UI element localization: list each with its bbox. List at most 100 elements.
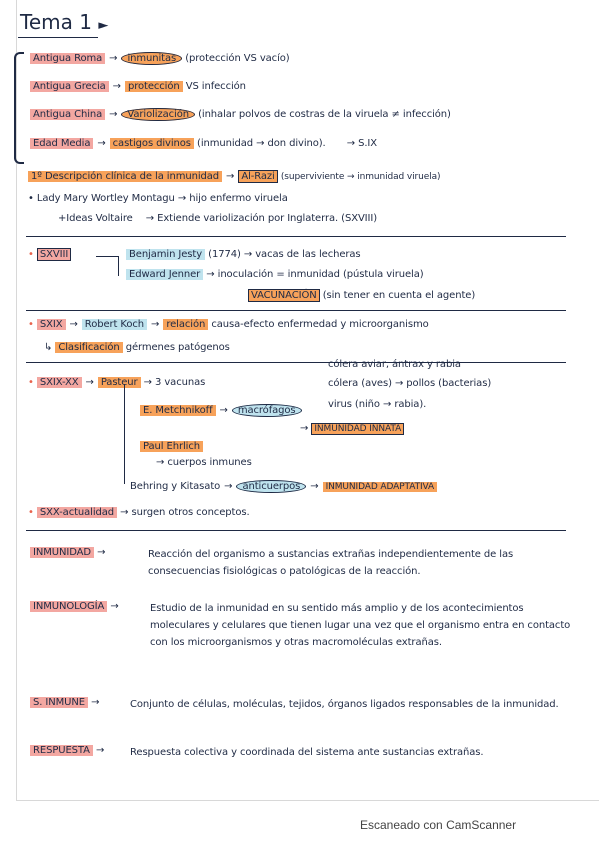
metchnikoff-row: E. Metchnikoff→macrófagos: [140, 404, 302, 418]
definition-text: Conjunto de células, moléculas, tejidos,…: [130, 699, 559, 710]
history-row-roma: Antigua Roma→inmunitas (protección VS va…: [30, 52, 290, 66]
concept-label: castigos divinos: [109, 138, 194, 149]
scanner-watermark: Escaneado con CamScanner: [360, 818, 517, 832]
sxix-xx-row: • SXIX-XX→Pasteur → 3 vacunas: [28, 377, 206, 388]
voltaire-row: +Ideas Voltaire → Extiende variolización…: [58, 212, 377, 226]
notebook-page: [16, 0, 599, 801]
arrow-icon: →: [97, 547, 106, 558]
jesty-row: Benjamin Jesty (1774) → vacas de las lec…: [126, 248, 361, 262]
arrow-icon: →: [97, 138, 106, 149]
relation-note: causa-efecto enfermedad y microorganismo: [211, 319, 429, 330]
person-label: Pasteur: [97, 377, 141, 388]
era-label: Antigua Grecia: [30, 81, 109, 92]
person-label: Benjamin Jesty: [126, 249, 206, 260]
timeline-connector: [124, 384, 125, 484]
arrow-icon: →: [110, 601, 119, 612]
person-label: Edward Jenner: [126, 269, 204, 280]
history-note: VS infección: [185, 81, 246, 92]
arrow-icon: →: [112, 81, 121, 92]
arrow-icon: →: [91, 697, 100, 708]
divider: [26, 530, 566, 531]
definition-term: INMUNIDAD: [30, 547, 94, 558]
definition-term-immunology: INMUNOLOGÍA →: [30, 600, 119, 614]
author-label: Al-Razi: [238, 170, 278, 183]
definition-text: Estudio de la inmunidad en su sentido má…: [150, 603, 571, 648]
first-description-label: 1º Descripción clínica de la inmunidad: [28, 171, 223, 182]
arrow-icon: →: [226, 171, 235, 182]
vacunacion-row: VACUNACIÓN (sin tener en cuenta el agent…: [248, 289, 475, 303]
century-label: SXIX: [36, 319, 66, 330]
person-label: Behring y Kitasato: [130, 481, 221, 492]
vaccine-item: cólera (aves) → pollos (bacterias): [328, 378, 492, 389]
montagu-line: • Lady Mary Wortley Montagu → hijo enfer…: [28, 193, 288, 204]
definition-term-response: RESPUESTA →: [30, 744, 104, 758]
title-arrow-icon: ►: [98, 18, 109, 33]
concept-label: protección: [124, 81, 183, 92]
era-label: Antigua Roma: [30, 53, 106, 64]
sxix-row: • SXIX→Robert Koch→relación causa-efecto…: [28, 319, 429, 330]
sxx-row: • SXX-actualidad → surgen otros concepto…: [28, 507, 250, 518]
century-label: SXX-actualidad: [36, 507, 118, 518]
century-label: SXVIII: [36, 248, 72, 261]
concept-label: Variolización: [121, 108, 195, 121]
arrow-icon: →: [310, 481, 319, 492]
history-note: (inmunidad → don divino).: [197, 138, 326, 149]
vaccine-item: virus (niño → rabia).: [328, 399, 427, 410]
vaccination-label: VACUNACIÓN: [248, 289, 320, 302]
page-title: Tema 1 ►: [20, 10, 109, 34]
arrow-icon: →: [151, 319, 160, 330]
innata-row: → INMUNIDAD INNATA: [300, 422, 405, 436]
history-note: (protección VS vacío): [185, 53, 290, 64]
ehrlich-note: → cuerpos inmunes: [156, 457, 252, 468]
sxx-note: → surgen otros conceptos.: [120, 507, 250, 518]
person-label: Robert Koch: [81, 319, 148, 330]
era-label: Antigua China: [30, 109, 106, 120]
first-description-note: (superviviente → inmunidad viruela): [280, 172, 441, 182]
arrow-icon: →: [69, 319, 78, 330]
title-underline: [18, 37, 98, 38]
definition-term: S. INMUNE: [30, 697, 88, 708]
definition-text: Respuesta colectiva y coordinada del sis…: [130, 747, 484, 758]
history-row-grecia: Antigua Grecia→protección VS infección: [30, 80, 246, 94]
definition-term: INMUNOLOGÍA: [30, 601, 108, 612]
definition-term-immune-system: S. INMUNE →: [30, 696, 99, 710]
innate-immunity-label: INMUNIDAD INNATA: [311, 423, 405, 435]
arrow-icon: →: [109, 109, 118, 120]
definition-text: Reacción del organismo a sustancias extr…: [148, 549, 514, 577]
first-description-row: 1º Descripción clínica de la inmunidad→A…: [28, 170, 441, 184]
definition-term: RESPUESTA: [30, 745, 93, 756]
era-label: Edad Media: [30, 138, 94, 149]
century-label: SXIX-XX: [36, 377, 82, 388]
adaptive-immunity-label: INMUNIDAD ADAPTATIVA: [322, 482, 438, 492]
connector: [96, 256, 118, 257]
divider: [26, 236, 566, 237]
pasteur-note: → 3 vacunas: [143, 377, 206, 388]
sxviii-row: • SXVIII: [28, 248, 72, 262]
history-note: (inhalar polvos de costras de la viruela…: [198, 109, 451, 120]
divider: [26, 362, 566, 363]
voltaire-label: +Ideas Voltaire: [58, 213, 133, 224]
arrow-icon: →: [85, 377, 94, 388]
behring-row: Behring y Kitasato→anticuerpos→INMUNIDAD…: [130, 480, 438, 494]
person-label: Paul Ehrlich: [140, 441, 203, 452]
jenner-row: Edward Jenner → inoculación = inmunidad …: [126, 268, 424, 282]
ehrlich-row: Paul Ehrlich: [140, 440, 203, 454]
vaccination-note: (sin tener en cuenta el agente): [322, 290, 476, 301]
history-bracket: [14, 52, 24, 164]
ehrlich-note-row: → cuerpos inmunes: [156, 456, 252, 470]
definition-term-immunity: INMUNIDAD →: [30, 546, 105, 560]
classification-label: Clasificación: [55, 342, 123, 353]
variolization-note: → Extiende variolización por Inglaterra.…: [145, 213, 378, 224]
person-label: E. Metchnikoff: [140, 405, 216, 416]
person-note: → inoculación = inmunidad (pústula virue…: [206, 269, 424, 280]
concept-label: inmunitas: [121, 52, 183, 65]
divider: [26, 310, 566, 311]
person-note: (1774) → vacas de las lecheras: [208, 249, 361, 260]
arrow-icon: →: [224, 481, 233, 492]
connector: [118, 256, 119, 276]
antibodies-label: anticuerpos: [236, 480, 307, 493]
macrophages-label: macrófagos: [231, 404, 302, 417]
history-row-china: Antigua China→Variolización (inhalar pol…: [30, 108, 451, 122]
arrow-icon: →: [109, 53, 118, 64]
history-row-edad-media: Edad Media→castigos divinos (inmunidad →…: [30, 137, 377, 151]
